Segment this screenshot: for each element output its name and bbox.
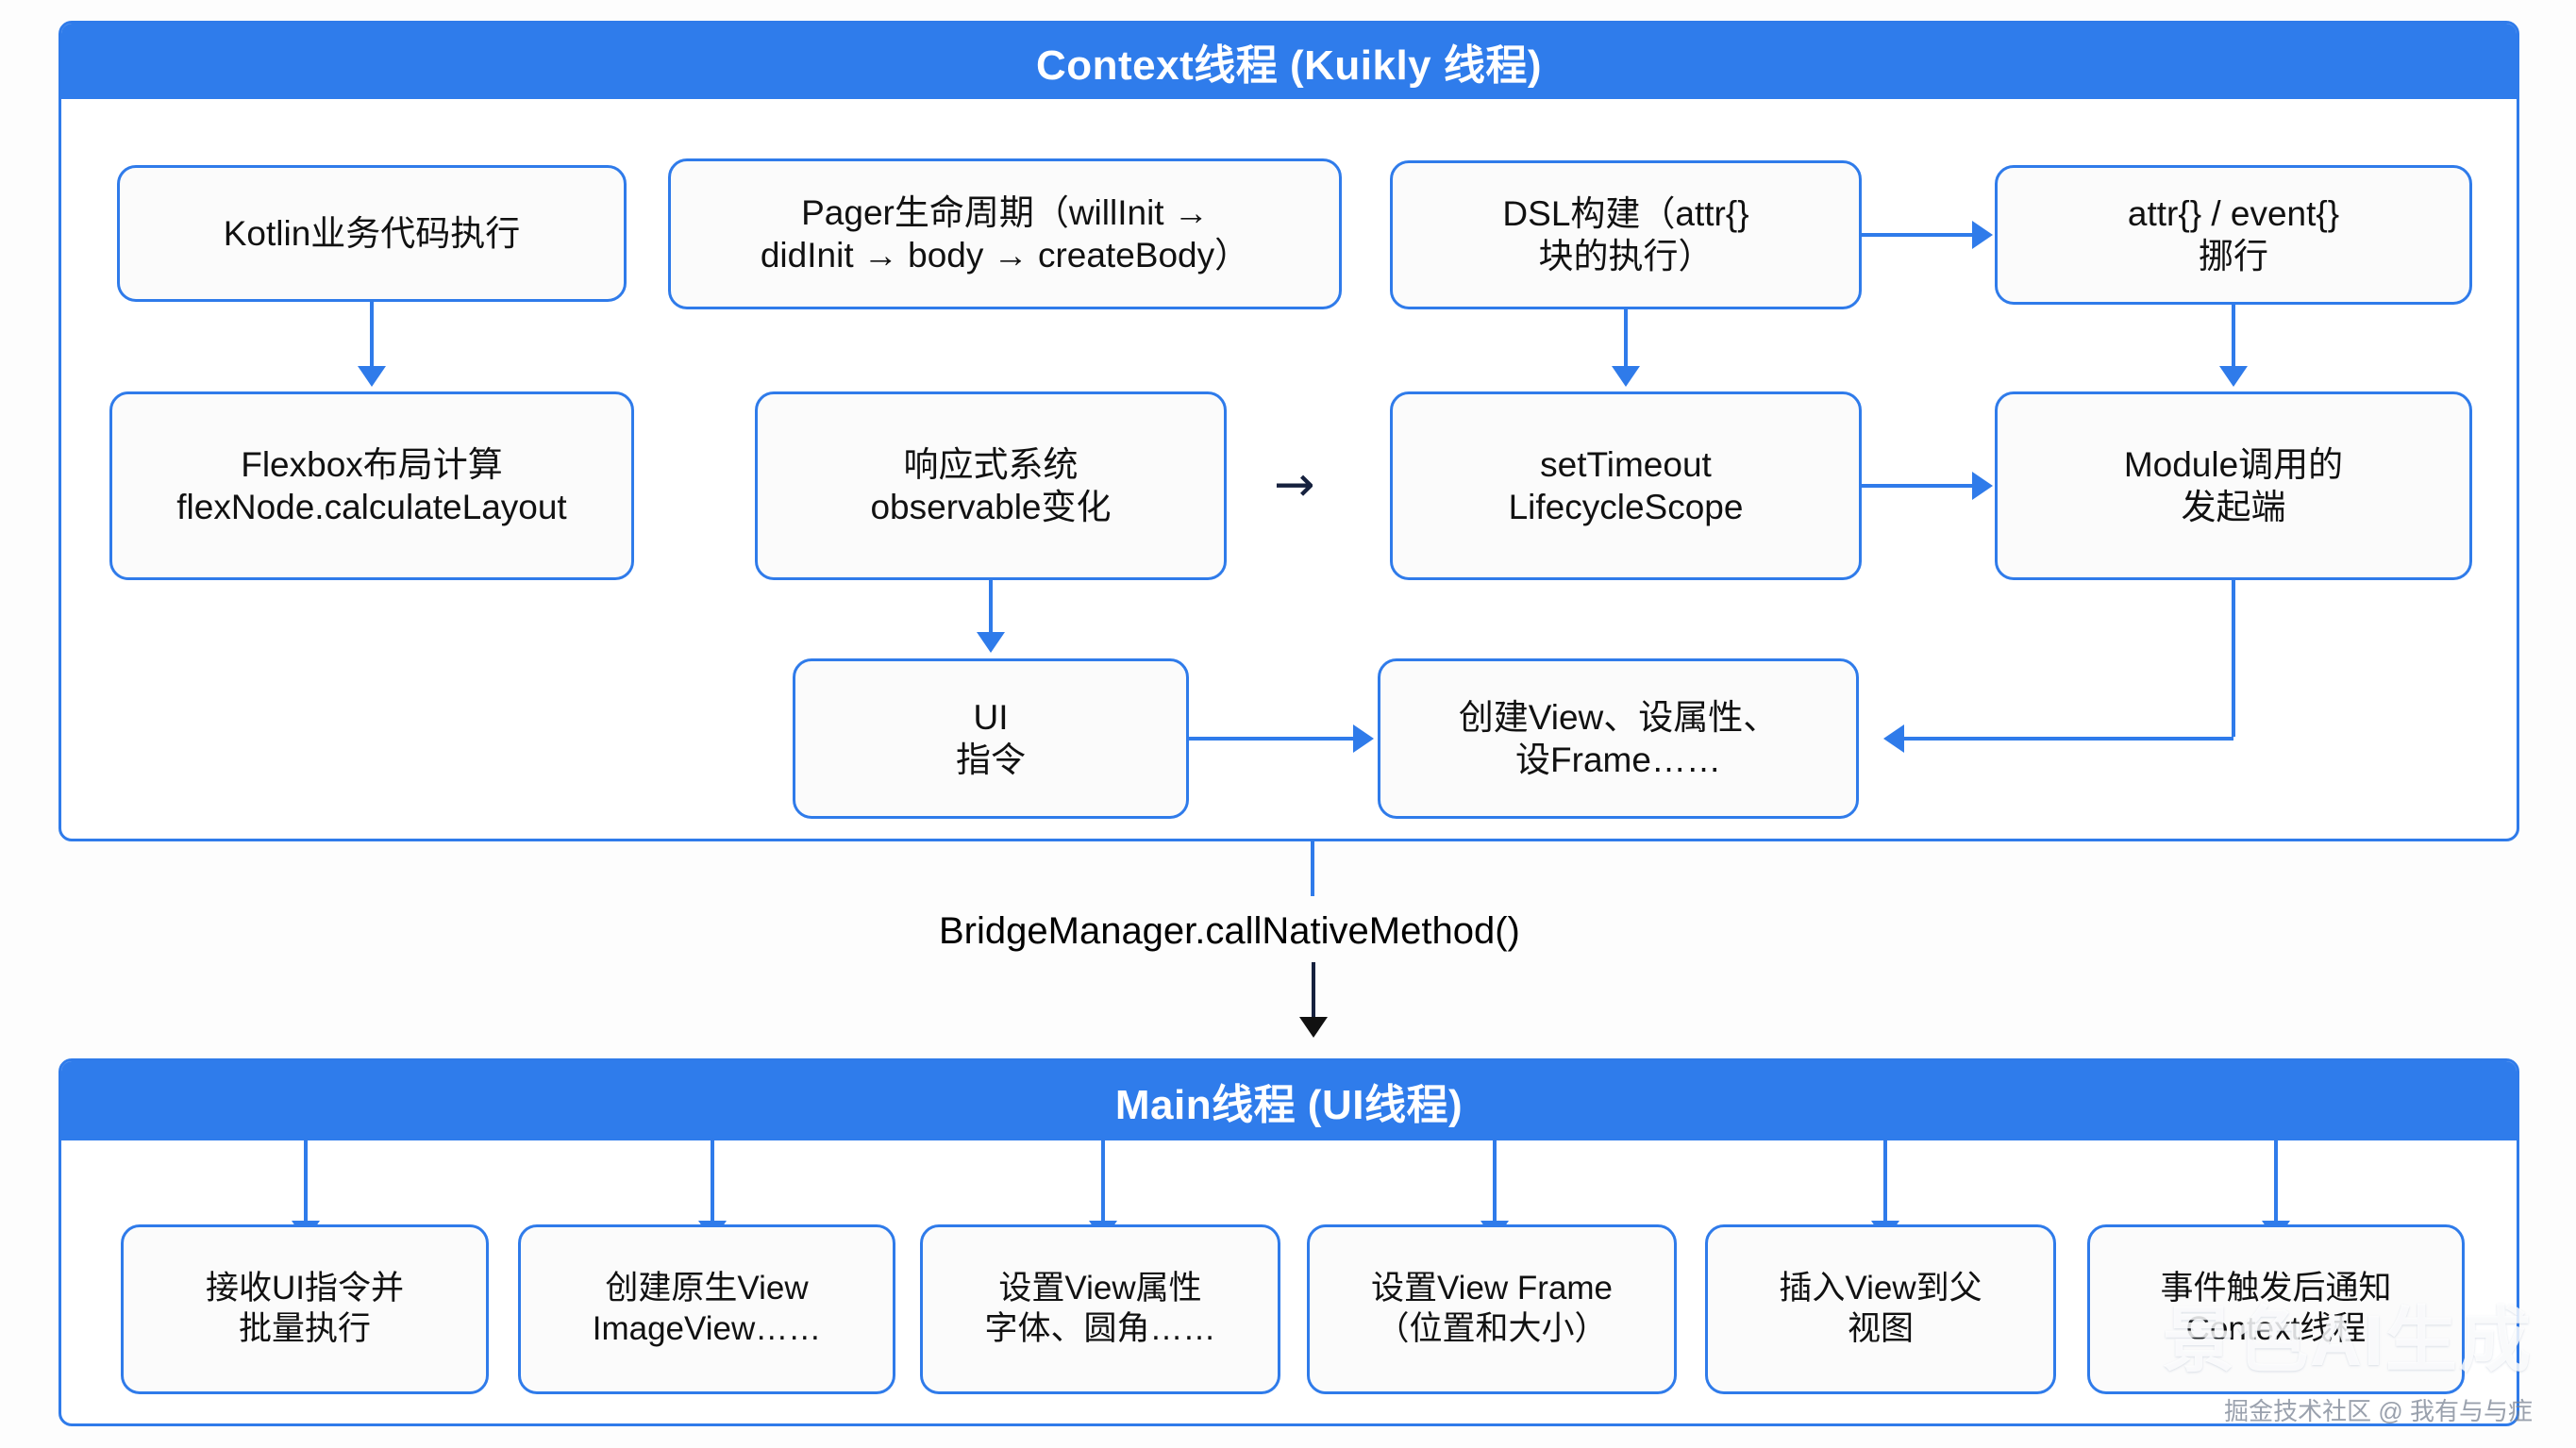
connector-main-to-set-view-frame	[1493, 1138, 1497, 1224]
arrowhead-uicmd-to-createview	[1353, 724, 1374, 753]
node-reactive-system[interactable]: 响应式系统 observable变化	[755, 391, 1227, 580]
node-pager-lifecycle[interactable]: Pager生命周期（willInit → didInit → body → cr…	[668, 158, 1342, 309]
node-ui-command[interactable]: UI 指令	[793, 658, 1189, 819]
connector-main-to-insert-view	[1883, 1138, 1887, 1224]
arrowhead-reactive-to-uicmd	[977, 632, 1005, 653]
node-dsl-build[interactable]: DSL构建（attr{} 块的执行）	[1390, 160, 1862, 309]
node-notify-context[interactable]: 事件触发后通知 Context线程	[2087, 1224, 2465, 1394]
node-set-view-attr[interactable]: 设置View属性 字体、圆角……	[920, 1224, 1280, 1394]
arrowhead-module-to-createview	[1883, 724, 1904, 753]
arrowhead-dsl-to-attrevent	[1972, 221, 1993, 249]
bridge-label: BridgeManager.callNativeMethod()	[939, 910, 1520, 952]
node-kotlin-exec[interactable]: Kotlin业务代码执行	[117, 165, 627, 302]
arrowhead-dsl-to-settimeout	[1612, 366, 1640, 387]
arrowhead-bridge-to-main	[1299, 1017, 1328, 1038]
node-receive-ui-cmd[interactable]: 接收UI指令并 批量执行	[121, 1224, 489, 1394]
connector-main-to-receive-ui-cmd	[304, 1138, 308, 1224]
node-create-native[interactable]: 创建原生View ImageView……	[518, 1224, 895, 1394]
connector-main-to-notify-context	[2274, 1138, 2278, 1224]
node-set-view-frame[interactable]: 设置View Frame （位置和大小）	[1307, 1224, 1677, 1394]
context-thread-header: Context线程 (Kuikly 线程)	[61, 24, 2517, 99]
flow-arrow-glyph: →	[1274, 457, 1315, 513]
connector-dsl-to-attrevent	[1862, 233, 1975, 237]
arrowhead-settimeout-to-module	[1972, 472, 1993, 500]
node-flexbox-layout[interactable]: Flexbox布局计算 flexNode.calculateLayout	[109, 391, 634, 580]
main-thread-header: Main线程 (UI线程)	[61, 1061, 2517, 1140]
connector-module-to-createview-vertical	[2232, 580, 2235, 737]
arrowhead-attrevent-to-module	[2219, 366, 2248, 387]
connector-settimeout-to-module	[1862, 484, 1975, 488]
node-insert-view[interactable]: 插入View到父 视图	[1705, 1224, 2056, 1394]
connector-dsl-to-settimeout	[1624, 309, 1628, 370]
node-create-view[interactable]: 创建View、设属性、 设Frame……	[1378, 658, 1859, 819]
connector-module-to-createview-horizontal	[1904, 737, 2233, 741]
connector-main-to-set-view-attr	[1101, 1138, 1105, 1224]
node-attr-event[interactable]: attr{} / event{} 挪行	[1995, 165, 2472, 305]
arrowhead-kotlin-to-flexbox	[358, 366, 386, 387]
connector-attrevent-to-module	[2232, 305, 2235, 370]
bridge-line-lower	[1312, 962, 1315, 1021]
connector-uicmd-to-createview	[1189, 737, 1355, 741]
connector-main-to-create-native	[711, 1138, 714, 1224]
node-settimeout-scope[interactable]: setTimeout LifecycleScope	[1390, 391, 1862, 580]
bridge-line-upper	[1311, 841, 1314, 896]
connector-reactive-to-uicmd	[989, 580, 993, 635]
node-module-call[interactable]: Module调用的 发起端	[1995, 391, 2472, 580]
connector-kotlin-to-flexbox	[370, 302, 374, 370]
